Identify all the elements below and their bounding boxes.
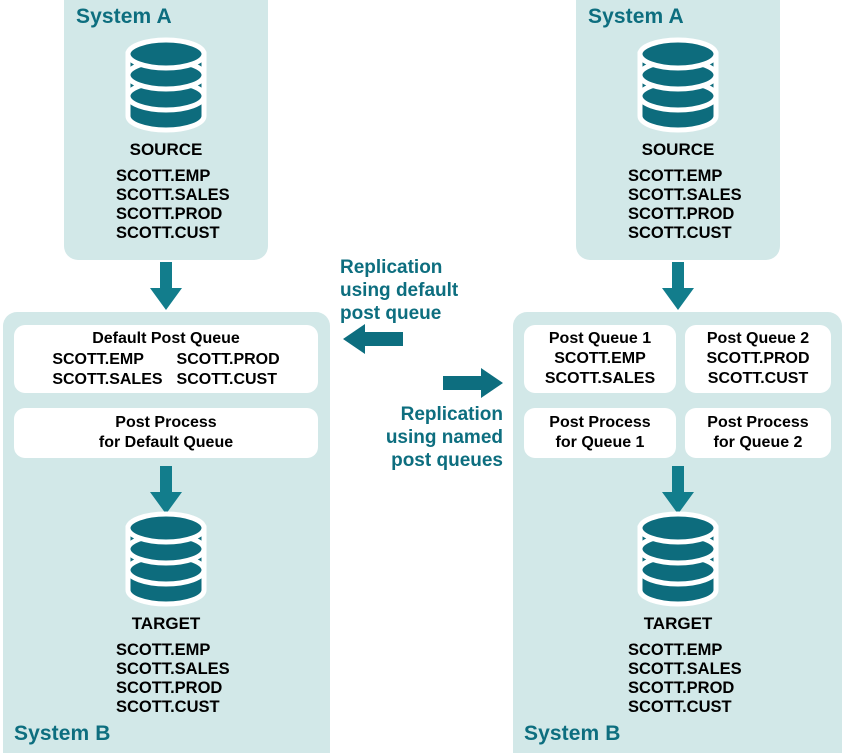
left-source-system-label: System A bbox=[76, 5, 172, 28]
table-item: SCOTT.PROD bbox=[116, 205, 223, 223]
caption-line-1: Replication bbox=[400, 404, 503, 425]
replication-named-right-arrow-icon bbox=[443, 366, 503, 400]
table-item: SCOTT.SALES bbox=[116, 186, 230, 204]
post-queue-1-title: Post Queue 1 bbox=[548, 330, 652, 347]
table-item: SCOTT.SALES bbox=[52, 370, 163, 388]
right-source-table-list: SCOTT.EMP SCOTT.SALES SCOTT.PROD SCOTT.C… bbox=[628, 167, 742, 243]
post-process-line-2: for Queue 2 bbox=[713, 434, 803, 451]
replication-default-left-arrow-icon bbox=[343, 322, 403, 356]
caption-line-3: post queue bbox=[340, 303, 442, 324]
left-source-database-cylinder-icon bbox=[124, 36, 208, 140]
right-target-database-cylinder-icon bbox=[636, 510, 720, 614]
default-post-process-box: Post Process for Default Queue bbox=[14, 408, 318, 458]
table-item: SCOTT.CUST bbox=[176, 370, 277, 388]
right-target-table-list: SCOTT.EMP SCOTT.SALES SCOTT.PROD SCOTT.C… bbox=[628, 641, 742, 717]
default-post-queue-tables: SCOTT.EMP SCOTT.PROD SCOTT.SALES SCOTT.C… bbox=[52, 350, 279, 390]
left-source-db-caption: SOURCE bbox=[129, 140, 203, 159]
right-source-database-cylinder-icon bbox=[636, 36, 720, 140]
replication-named-caption: Replication using named post queues bbox=[343, 403, 503, 472]
post-process-line-1: Post Process bbox=[115, 414, 217, 431]
right-source-system-label: System A bbox=[588, 5, 684, 28]
table-item: SCOTT.SALES bbox=[628, 186, 742, 204]
post-process-line-1: Post Process bbox=[707, 414, 809, 431]
post-queue-2-box: Post Queue 2 SCOTT.PROD SCOTT.CUST bbox=[685, 325, 831, 393]
table-item: SCOTT.SALES bbox=[544, 370, 656, 387]
table-item: SCOTT.EMP bbox=[554, 350, 646, 367]
table-item: SCOTT.CUST bbox=[116, 224, 220, 242]
post-process-queue-2-box: Post Process for Queue 2 bbox=[685, 408, 831, 458]
table-item: SCOTT.SALES bbox=[628, 660, 742, 678]
table-item: SCOTT.EMP bbox=[52, 350, 144, 368]
left-target-database-cylinder-icon bbox=[124, 510, 208, 614]
right-target-system-label: System B bbox=[524, 722, 621, 745]
table-item: SCOTT.PROD bbox=[628, 679, 735, 697]
table-item: SCOTT.PROD bbox=[176, 350, 280, 368]
right-source-to-queue-down-arrow-icon bbox=[662, 262, 694, 310]
caption-line-1: Replication bbox=[340, 257, 443, 278]
left-target-table-list: SCOTT.EMP SCOTT.SALES SCOTT.PROD SCOTT.C… bbox=[116, 641, 230, 717]
default-post-queue-box: Default Post Queue SCOTT.EMP SCOTT.PROD … bbox=[14, 325, 318, 393]
table-item: SCOTT.EMP bbox=[628, 167, 723, 185]
table-item: SCOTT.EMP bbox=[628, 641, 723, 659]
caption-line-2: using default bbox=[340, 280, 459, 301]
post-process-line-1: Post Process bbox=[549, 414, 651, 431]
table-item: SCOTT.EMP bbox=[116, 641, 211, 659]
table-item: SCOTT.PROD bbox=[706, 350, 810, 367]
caption-line-2: using named bbox=[385, 427, 503, 448]
caption-line-3: post queues bbox=[391, 450, 503, 471]
left-process-to-target-down-arrow-icon bbox=[150, 466, 182, 514]
left-target-db-caption: TARGET bbox=[131, 614, 201, 633]
table-item: SCOTT.CUST bbox=[628, 224, 732, 242]
table-item: SCOTT.CUST bbox=[116, 698, 220, 716]
left-source-to-queue-down-arrow-icon bbox=[150, 262, 182, 310]
left-target-system-label: System B bbox=[14, 722, 111, 745]
table-item: SCOTT.SALES bbox=[116, 660, 230, 678]
left-source-table-list: SCOTT.EMP SCOTT.SALES SCOTT.PROD SCOTT.C… bbox=[116, 167, 230, 243]
table-item: SCOTT.PROD bbox=[116, 679, 223, 697]
default-post-queue-title: Default Post Queue bbox=[92, 329, 240, 347]
table-item: SCOTT.CUST bbox=[628, 698, 732, 716]
post-process-line-2: for Queue 1 bbox=[555, 434, 645, 451]
right-source-db-caption: SOURCE bbox=[641, 140, 715, 159]
right-target-db-caption: TARGET bbox=[643, 614, 713, 633]
post-queue-2-title: Post Queue 2 bbox=[706, 330, 810, 347]
table-item: SCOTT.CUST bbox=[707, 370, 809, 387]
post-process-queue-1-box: Post Process for Queue 1 bbox=[524, 408, 676, 458]
post-queue-1-box: Post Queue 1 SCOTT.EMP SCOTT.SALES bbox=[524, 325, 676, 393]
table-item: SCOTT.PROD bbox=[628, 205, 735, 223]
post-process-line-2: for Default Queue bbox=[98, 434, 234, 451]
table-item: SCOTT.EMP bbox=[116, 167, 211, 185]
replication-default-caption: Replication using default post queue bbox=[340, 256, 458, 325]
right-process-to-target-down-arrow-icon bbox=[662, 466, 694, 514]
